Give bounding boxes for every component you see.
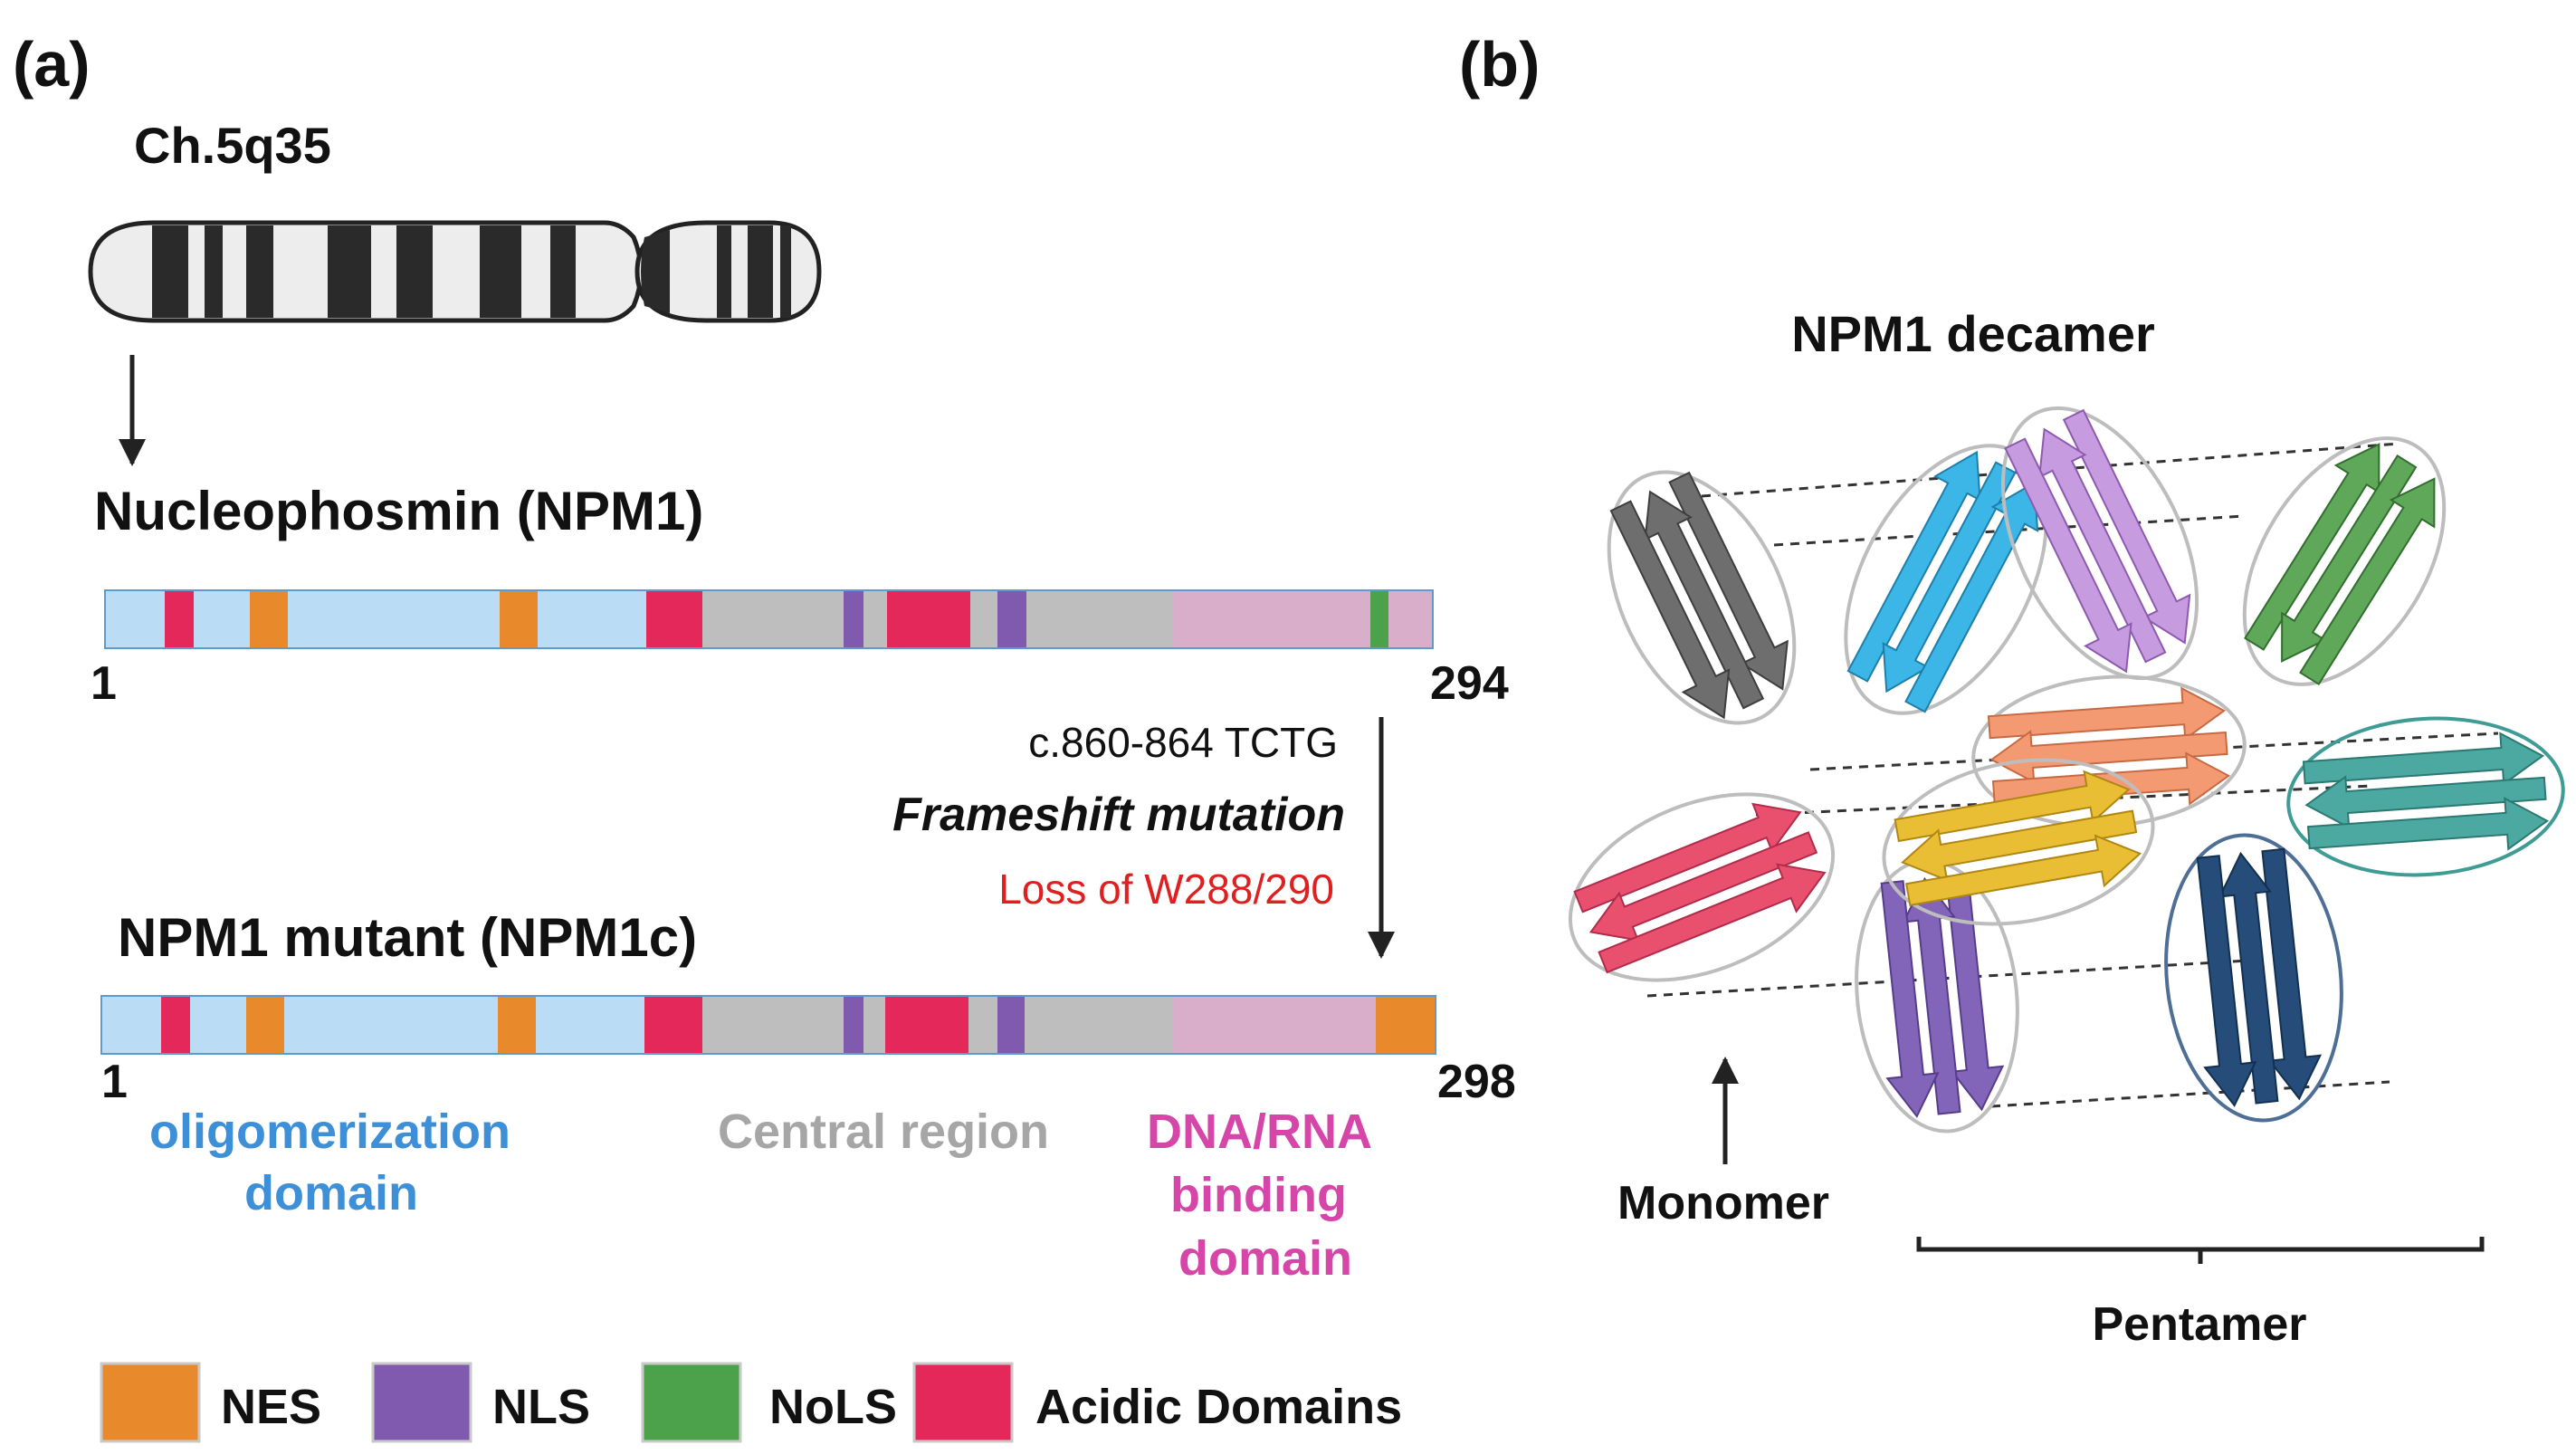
mutant-end-number: 298 [1437,1056,1516,1108]
legend-swatch-nls [371,1362,472,1443]
pentamer-bracket [1916,1237,2485,1264]
wt-protein-title: Nucleophosmin (NPM1) [94,481,703,541]
region-dna-line3: domain [1178,1231,1352,1286]
decamer-structure [1568,406,2565,1134]
monomer-label: Monomer [1617,1177,1829,1229]
region-dna-line1: DNA/RNA [1147,1105,1371,1159]
legend-swatch-acidic [912,1362,1014,1443]
mutant-protein-bar [100,995,1436,1055]
pentamer-label: Pentamer [2093,1298,2307,1351]
legend-swatch-nes [100,1362,201,1443]
legend-label-nols: NoLS [769,1380,897,1434]
monomer-teal [2286,716,2565,877]
wt-end-number: 294 [1430,657,1509,710]
legend-label-acidic: Acidic Domains [1035,1380,1402,1434]
wt-start-number: 1 [91,657,117,710]
monomer-green [2242,436,2447,686]
chromosome-label: Ch.5q35 [134,117,331,174]
monomer-yellow [1882,758,2155,926]
region-central-label: Central region [718,1105,1049,1159]
panel-b-label: (b) [1459,29,1540,100]
chromosome-diagram [88,220,822,323]
panel-a-label: (a) [13,29,91,100]
legend-label-nls: NLS [492,1380,590,1434]
mutant-start-number: 1 [101,1056,128,1108]
region-dna-binding-label: DNA/RNA binding domain [1147,1105,1384,1286]
mutant-protein-title: NPM1 mutant (NPM1c) [118,907,697,968]
region-oligomerization-line2: domain [244,1166,418,1220]
monomer-pink [1568,792,1836,982]
region-dna-line2: binding [1170,1168,1347,1222]
region-oligomerization-line1: oligomerization [149,1105,510,1159]
mutation-effect: Loss of W288/290 [998,866,1334,913]
decamer-title: NPM1 decamer [1791,305,2155,362]
monomer-navy [2164,833,2343,1123]
monomer-grey [1607,470,1797,725]
mutation-type: Frameshift mutation [892,789,1345,841]
region-oligomerization-label: oligomerization domain [149,1105,524,1220]
legend-label-nes: NES [221,1380,321,1434]
wt-protein-bar [104,589,1434,649]
monomer-lavender [2000,406,2199,681]
mutation-code: c.860-864 TCTG [1028,719,1338,766]
legend-swatch-nols [641,1362,742,1443]
legend: NES NLS NoLS Acidic Domains [100,1362,1402,1443]
